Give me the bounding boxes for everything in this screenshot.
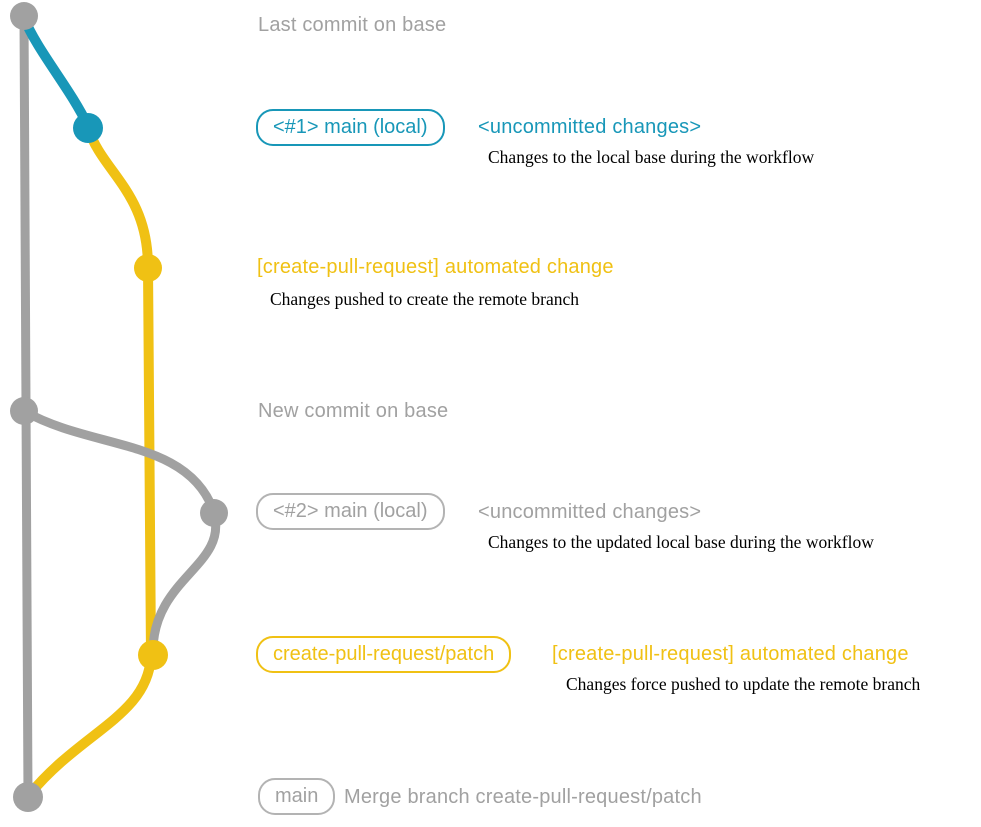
new-commit-label: New commit on base <box>258 400 449 422</box>
commit-node-new-commit-on-base <box>10 397 38 425</box>
automated-change-1-heading: [create-pull-request] automated change <box>257 256 614 278</box>
branch-badge-main: main <box>258 778 336 815</box>
uncommitted-changes-1-heading: <uncommitted changes> <box>478 116 702 138</box>
automated-change-1-caption: Changes pushed to create the remote bran… <box>270 289 580 309</box>
local-main-2-curve-in <box>148 509 221 655</box>
last-commit-label: Last commit on base <box>258 14 447 36</box>
branch-badge-main-local-2: <#2> main (local) <box>256 493 445 530</box>
commit-graph <box>10 2 228 812</box>
merge-commit-label: Merge branch create-pull-request/patch <box>344 786 702 808</box>
commit-node-automated-change-2 <box>138 640 168 670</box>
local-main-2-curve-out <box>19 406 219 517</box>
commit-node-merge-commit <box>13 782 43 812</box>
branch-badge-main-local-1: <#1> main (local) <box>256 109 445 146</box>
patch-branch-line <box>143 262 156 660</box>
commit-node-last-commit-on-base <box>10 2 38 30</box>
branch-badge-patch: create-pull-request/patch <box>256 636 512 673</box>
automated-change-2-caption: Changes force pushed to update the remot… <box>566 674 921 694</box>
uncommitted-changes-1-caption: Changes to the local base during the wor… <box>488 147 815 167</box>
patch-merge-curve <box>25 652 156 799</box>
uncommitted-changes-2-heading: <uncommitted changes> <box>478 501 702 523</box>
uncommitted-changes-2-caption: Changes to the updated local base during… <box>488 532 874 552</box>
commit-node-uncommitted-changes-1 <box>73 113 103 143</box>
commit-node-uncommitted-changes-2 <box>200 499 228 527</box>
local-main-1-curve <box>19 13 93 131</box>
patch-branch-curve-top <box>83 123 153 272</box>
automated-change-2-heading: [create-pull-request] automated change <box>552 643 909 665</box>
commit-node-automated-change-1 <box>134 254 162 282</box>
